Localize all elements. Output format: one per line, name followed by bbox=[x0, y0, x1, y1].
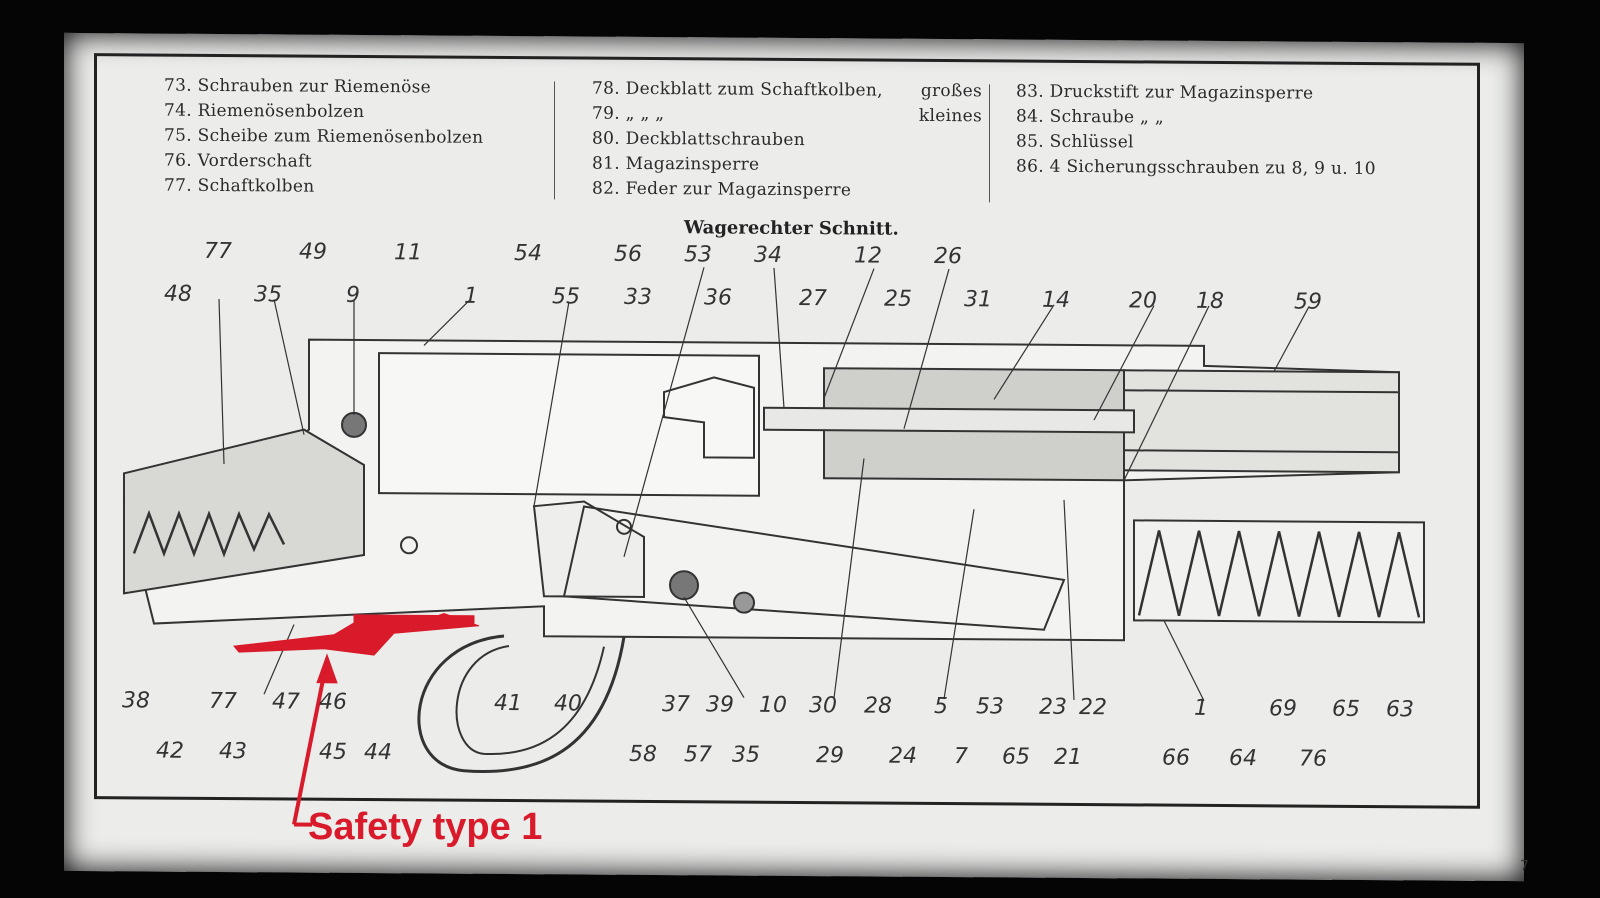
part-number-label: 54 bbox=[514, 241, 542, 267]
part-number-label: 37 bbox=[662, 692, 690, 718]
part-number-label: 5 bbox=[934, 693, 948, 720]
part-number-label: 59 bbox=[1294, 289, 1322, 315]
part-number-label: 39 bbox=[706, 692, 734, 718]
manual-page: 73. Schrauben zur Riemenöse 74. Riemenös… bbox=[64, 32, 1529, 882]
part-number-label: 29 bbox=[816, 743, 844, 769]
page-number: 7 bbox=[1520, 858, 1529, 875]
part-number-label: 43 bbox=[219, 738, 247, 765]
part-number-label: 26 bbox=[934, 243, 962, 270]
part-number-label: 53 bbox=[976, 694, 1004, 720]
part-number-label: 48 bbox=[164, 281, 192, 307]
part-number-label: 42 bbox=[156, 738, 184, 764]
part-number-label: 9 bbox=[346, 282, 360, 308]
part-number-label: 46 bbox=[319, 689, 347, 715]
part-number-label: 22 bbox=[1079, 694, 1107, 721]
part-number-label: 47 bbox=[272, 689, 300, 715]
part-number-label: 31 bbox=[964, 287, 992, 313]
cross-section-drawing bbox=[122, 267, 1425, 827]
part-number-label: 58 bbox=[629, 741, 657, 768]
part-number-label: 65 bbox=[1332, 696, 1360, 722]
part-number-label: 18 bbox=[1196, 288, 1224, 315]
part-number-label: 25 bbox=[884, 286, 912, 312]
part-number-label: 55 bbox=[552, 284, 580, 310]
part-number-label: 63 bbox=[1386, 697, 1414, 723]
part-number-label: 45 bbox=[319, 739, 347, 765]
part-number-label: 11 bbox=[394, 240, 422, 266]
part-number-label: 77 bbox=[204, 238, 232, 265]
part-number-label: 65 bbox=[1002, 744, 1030, 770]
part-number-label: 38 bbox=[122, 688, 150, 714]
part-number-label: 69 bbox=[1269, 696, 1297, 722]
part-number-label: 41 bbox=[494, 690, 522, 717]
part-number-label: 30 bbox=[809, 693, 837, 719]
part-number-label: 21 bbox=[1054, 744, 1082, 771]
part-number-label: 10 bbox=[759, 692, 787, 718]
part-number-label: 57 bbox=[684, 742, 712, 768]
part-number-label: 24 bbox=[889, 743, 917, 769]
part-number-label: 28 bbox=[864, 693, 892, 719]
part-number-label: 20 bbox=[1129, 288, 1157, 314]
part-number-label: 33 bbox=[624, 284, 652, 311]
part-number-label: 76 bbox=[1299, 746, 1327, 772]
part-number-label: 34 bbox=[754, 242, 782, 268]
part-number-label: 23 bbox=[1039, 694, 1067, 720]
part-number-label: 36 bbox=[704, 285, 732, 311]
part-number-label: 56 bbox=[614, 241, 642, 267]
part-number-label: 27 bbox=[799, 286, 827, 312]
part-number-label: 64 bbox=[1229, 746, 1257, 772]
part-number-label: 44 bbox=[364, 739, 392, 766]
part-number-label: 66 bbox=[1162, 745, 1190, 771]
part-number-label: 7 bbox=[954, 744, 968, 770]
part-number-label: 1 bbox=[1194, 695, 1208, 721]
part-number-label: 12 bbox=[854, 243, 882, 269]
part-number-label: 53 bbox=[684, 242, 712, 268]
safety-annotation-label: Safety type 1 bbox=[308, 806, 543, 848]
part-number-label: 35 bbox=[732, 742, 760, 768]
part-number-label: 35 bbox=[254, 282, 282, 308]
part-number-label: 77 bbox=[209, 688, 237, 715]
part-number-label: 40 bbox=[554, 691, 582, 717]
part-number-label: 1 bbox=[464, 283, 478, 309]
part-number-label: 49 bbox=[299, 239, 327, 265]
part-number-label: 14 bbox=[1042, 287, 1070, 313]
